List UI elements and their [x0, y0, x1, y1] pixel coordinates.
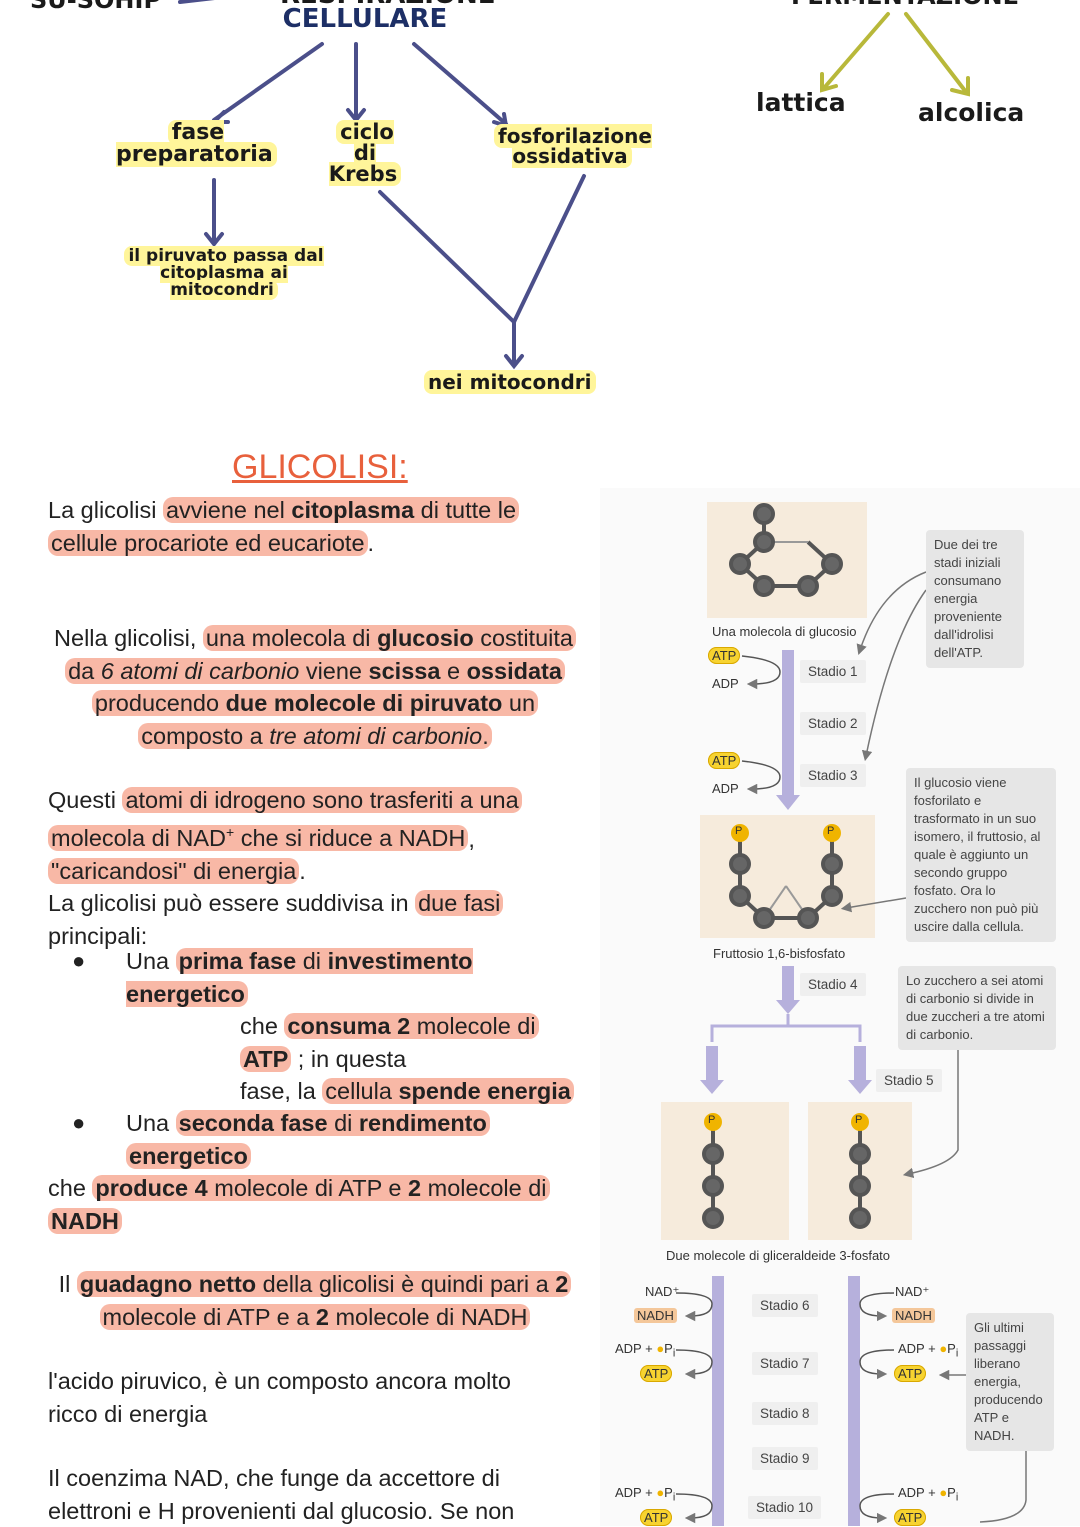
- map-top-center-label: RESPIRAZIONE: [280, 0, 496, 8]
- stage-4: Stadio 4: [800, 973, 866, 996]
- map-piruvato: il piruvato passa dal citoplasma ai mito…: [104, 246, 344, 300]
- bullet-prima-fase: Una prima fase di investimento energetic…: [126, 945, 596, 1108]
- phosphate-label-1: P: [735, 825, 743, 837]
- note-fosforilazione: Il glucosio viene fosforilato e trasform…: [906, 768, 1056, 942]
- atp-right-2: ATP: [894, 1509, 927, 1526]
- nad-left: NAD⁺: [645, 1284, 680, 1299]
- nad-right: NAD⁺: [895, 1284, 930, 1299]
- map-fase-preparatoria: fase preparatoria: [116, 120, 277, 167]
- map-fosforilazione: fosforilazione ossidativa: [494, 124, 652, 168]
- paragraph-guadagno: Il guadagno netto della glicolisi è quin…: [40, 1268, 590, 1333]
- glucose-caption: Una molecola di glucosio: [712, 624, 857, 639]
- bullet-seconda-fase-cont: che produce 4 molecole di ATP e 2 moleco…: [48, 1172, 608, 1237]
- bullet-dot-1: ●: [72, 948, 86, 973]
- bullet-seconda-fase: Una seconda fase di rendimento energetic…: [126, 1107, 596, 1172]
- stage-6: Stadio 6: [752, 1294, 818, 1317]
- atp-left-2: ATP: [640, 1509, 673, 1526]
- glucose-molecule: [729, 503, 843, 597]
- atp-right-1: ATP: [894, 1365, 927, 1382]
- stage-5: Stadio 5: [876, 1069, 942, 1092]
- phosphate-1: [731, 824, 749, 842]
- arrow-krebs-merge: [378, 190, 516, 324]
- adp-pi-left-1: ADP + ●Pi: [615, 1341, 676, 1360]
- paragraph-piruvico: l'acido piruvico, è un composto ancora m…: [48, 1368, 511, 1427]
- fructose-molecule: [729, 836, 843, 929]
- page-title: GLICOLISI:: [232, 448, 408, 486]
- phosphate-label-4: P: [855, 1114, 863, 1126]
- concept-map-arrows: [178, 0, 970, 370]
- stage-2: Stadio 2: [800, 712, 866, 735]
- phosphate-label-2: P: [827, 825, 835, 837]
- atp-stage1: ATP: [708, 647, 741, 664]
- nadh-left: NADH: [634, 1308, 677, 1323]
- stage-9: Stadio 9: [752, 1447, 818, 1470]
- stage-3: Stadio 3: [800, 764, 866, 787]
- map-cellulare-label: CELLULARE: [282, 4, 448, 34]
- arrow-to-lattica: [822, 12, 890, 90]
- atp-left-1: ATP: [640, 1365, 673, 1382]
- g3p-molecules: [702, 1130, 871, 1229]
- note-atp-consumption: Due dei tre stadi iniziali consumano ene…: [926, 530, 1024, 668]
- fructose-caption: Fruttosio 1,6-bisfosfato: [713, 946, 846, 961]
- arrow-top-left: [178, 0, 215, 4]
- bullet-dot-2: ●: [72, 1110, 86, 1135]
- adp-stage1: ADP: [712, 676, 739, 691]
- adp-pi-right-1: ADP + ●Pi: [898, 1341, 959, 1360]
- atp-stage3: ATP: [708, 752, 741, 769]
- stage-10: Stadio 10: [748, 1496, 822, 1519]
- map-top-left-label: SU-SOHIP: [30, 0, 162, 14]
- adp-stage3: ADP: [712, 781, 739, 796]
- map-top-right-label: FERMENTAZIONE: [770, 0, 1040, 8]
- phosphate-2: [823, 824, 841, 842]
- stage-7: Stadio 7: [752, 1352, 818, 1375]
- paragraph-nad: Questi atomi di idrogeno sono trasferiti…: [48, 784, 608, 952]
- arrow-to-alcolica: [904, 12, 968, 94]
- adp-pi-left-2: ADP + ●Pi: [615, 1485, 676, 1504]
- paragraph-coenzima: Il coenzima NAD, che funge da accettore …: [48, 1465, 515, 1524]
- nadh-right: NADH: [892, 1308, 935, 1323]
- note-divisione: Lo zucchero a sei atomi di carbonio si d…: [898, 966, 1056, 1050]
- paragraph-intro: La glicolisi avviene nel citoplasma di t…: [48, 494, 608, 559]
- paragraph-glucosio: Nella glicolisi, una molecola di glucosi…: [40, 622, 590, 752]
- map-alcolica: alcolica: [918, 98, 1025, 127]
- arrow-fosfo-merge: [512, 174, 586, 324]
- g3p-box-left: [661, 1102, 789, 1240]
- map-nei-mitocondri: nei mitocondri: [424, 370, 596, 394]
- adp-pi-right-2: ADP + ●Pi: [898, 1485, 959, 1504]
- arrow-to-fase: [212, 42, 324, 122]
- stage-8: Stadio 8: [752, 1402, 818, 1425]
- g3p-caption: Due molecole di gliceraldeide 3-fosfato: [666, 1248, 891, 1263]
- map-ciclo-krebs: ciclo di Krebs: [326, 120, 404, 186]
- note-ultimi-passaggi: Gli ultimi passaggi liberano energia, pr…: [966, 1313, 1054, 1451]
- arrow-to-fosforilazione: [412, 42, 508, 126]
- stage-1: Stadio 1: [800, 660, 866, 683]
- map-lattica: lattica: [756, 88, 846, 117]
- phosphate-label-3: P: [708, 1114, 716, 1126]
